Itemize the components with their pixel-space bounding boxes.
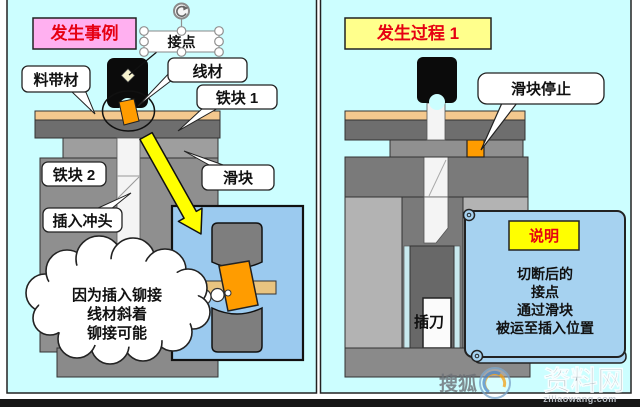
label-slider-stop: 滑块停止 xyxy=(477,72,605,151)
note-line: 接点 xyxy=(531,284,559,300)
tilted-contact-large xyxy=(218,260,259,312)
rotate-arrow-head xyxy=(183,5,189,11)
guide-slit xyxy=(403,245,411,351)
selection-handle-icon[interactable] xyxy=(139,36,149,47)
selection-handle-icon[interactable] xyxy=(214,47,224,57)
punch-notch xyxy=(429,94,445,110)
selection-handle-icon[interactable] xyxy=(214,36,224,47)
punch-channel xyxy=(116,137,141,249)
selection-handle-icon[interactable] xyxy=(214,26,224,36)
label-text: 滑块停止 xyxy=(511,80,571,98)
rotate-arrow-glyph xyxy=(176,5,187,17)
note-line: 被运至插入位置 xyxy=(496,320,594,336)
note-line: 切断后的 xyxy=(517,266,573,282)
left-title-rect xyxy=(32,17,137,50)
cloud-line: 线材斜着 xyxy=(87,305,147,323)
insert-knife-shape xyxy=(422,297,452,349)
callout-box xyxy=(21,65,91,93)
highlight-ellipse xyxy=(101,90,156,132)
punch-holder-black xyxy=(107,58,148,108)
scroll-curl-inner xyxy=(466,212,472,218)
cloud-text: 因为插入铆接 线材斜着 铆接可能 xyxy=(72,286,162,342)
label-insert-knife: 插刀 xyxy=(414,313,444,331)
selection-handle-icon[interactable] xyxy=(139,47,149,57)
slider-bar xyxy=(389,139,524,158)
label-text: 铁块 1 xyxy=(216,89,259,107)
punch-tip xyxy=(423,196,449,244)
selection-handle-icon[interactable] xyxy=(176,47,187,57)
watermark: 搜狐 资料网 ziliaowang.com xyxy=(439,366,625,404)
right-title-box: 发生过程 1 xyxy=(344,17,492,50)
label-material-strip: 料带材 xyxy=(21,65,96,115)
logo-swirl-blue xyxy=(482,370,501,394)
note-title-box xyxy=(508,220,580,251)
label-iron-block-1: 铁块 1 xyxy=(177,84,278,132)
callout-box xyxy=(201,164,275,191)
lower-cylinder xyxy=(211,306,263,353)
contact-diamond xyxy=(121,68,135,83)
scroll-curl-icon xyxy=(470,349,484,363)
label-slider: 滑块 xyxy=(183,150,275,191)
right-title-rect xyxy=(344,17,492,50)
bottom-border-bar xyxy=(0,399,640,407)
zoom-arrow xyxy=(139,131,203,235)
label-insert-punch: 插入冲头 xyxy=(42,192,132,233)
punch-holder-black xyxy=(417,57,457,103)
left-title: 发生事例 xyxy=(50,23,119,43)
callout-box xyxy=(42,207,123,233)
callout-box xyxy=(167,57,248,83)
label-text: 滑块 xyxy=(223,170,254,187)
callout-pointer-line xyxy=(128,50,159,76)
punch-slant-line xyxy=(117,176,140,199)
upper-cylinder xyxy=(211,222,263,269)
callout-box xyxy=(196,84,278,110)
cloud-line: 因为插入铆接 xyxy=(72,286,162,304)
scroll-body xyxy=(464,210,626,358)
contact-textbox-selected[interactable]: 接点 xyxy=(128,2,224,76)
label-text: 插入冲头 xyxy=(52,212,112,230)
callout-box xyxy=(41,161,107,187)
punch-slant-line xyxy=(428,159,447,197)
cloud-line: 铆接可能 xyxy=(87,324,147,342)
label-text: 线材 xyxy=(192,63,222,81)
scroll-curl-icon xyxy=(462,208,476,222)
selection-handles[interactable] xyxy=(139,26,224,57)
cloud-core xyxy=(39,259,199,347)
label-wire: 线材 xyxy=(137,57,248,107)
label-text: 料带材 xyxy=(33,71,78,89)
watermark-logo-icon xyxy=(479,367,511,399)
left-title-box: 发生事例 xyxy=(32,17,137,50)
watermark-prefix: 搜狐 xyxy=(439,372,477,395)
scroll-curl-inner xyxy=(474,353,480,359)
tilted-contact-orange xyxy=(118,98,140,126)
guide-slit xyxy=(453,245,461,351)
label-text: 铁块 2 xyxy=(53,166,96,184)
gap-bubble xyxy=(224,289,232,297)
note-title: 说明 xyxy=(529,227,559,245)
explanation-scroll: 说明 切断后的 接点 通过滑块 被运至插入位置 xyxy=(462,208,627,364)
label-iron-block-2: 铁块 2 xyxy=(41,161,107,187)
gap-bubble xyxy=(210,287,225,303)
selection-handle-icon[interactable] xyxy=(176,26,187,36)
watermark-name: 资料网 xyxy=(544,366,625,396)
callout-box xyxy=(477,72,605,105)
selection-handle-icon[interactable] xyxy=(139,26,149,36)
label-text: 接点 xyxy=(168,34,196,50)
watermark-url: ziliaowang.com xyxy=(543,394,617,404)
cloud-bubble xyxy=(25,235,211,365)
right-title: 发生过程 1 xyxy=(376,23,459,43)
note-line: 通过滑块 xyxy=(517,302,574,318)
